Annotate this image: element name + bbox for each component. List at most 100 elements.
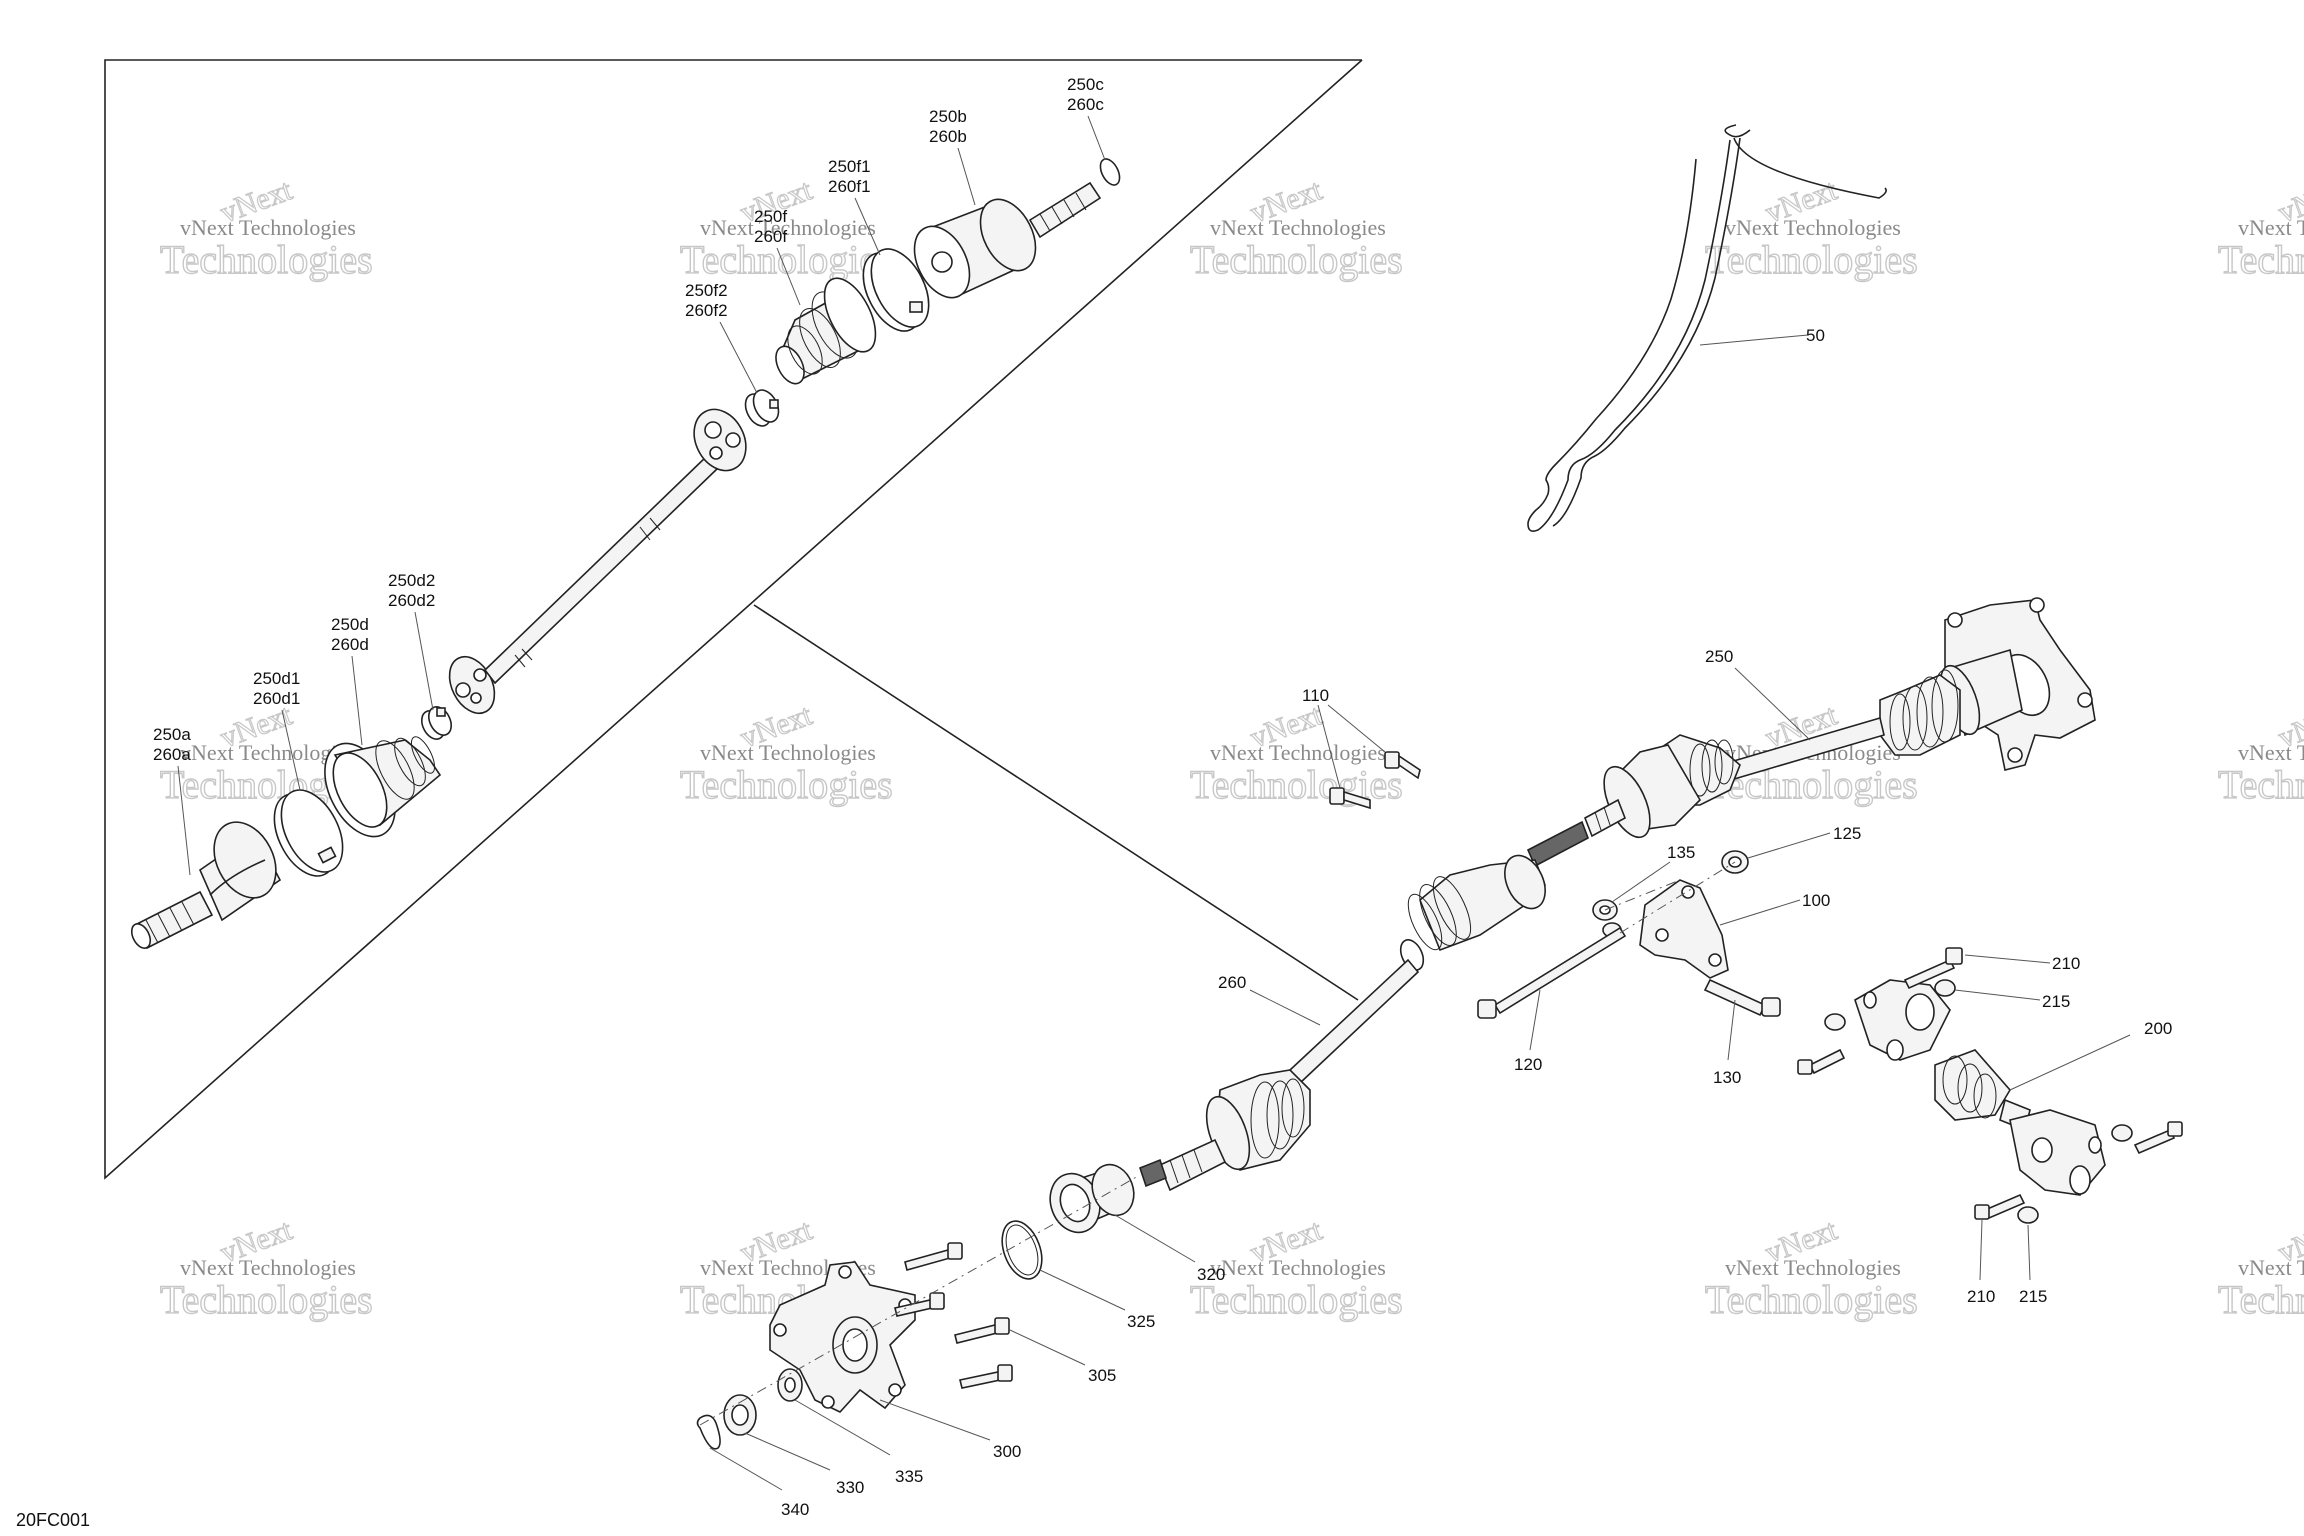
nut-215-lower bbox=[2017, 1206, 2039, 1224]
watermark-line1: vNext Technologies bbox=[1210, 215, 1386, 240]
bolt-210-upper bbox=[1903, 947, 1963, 990]
callout-group-ujoint: 210 215 200 210 215 bbox=[1954, 954, 2172, 1306]
watermark-line1: vNext Technologies bbox=[180, 215, 356, 240]
inner-splined-stub bbox=[1028, 181, 1102, 239]
watermark-line2: Technologies bbox=[160, 1277, 373, 1322]
u-joint-boot bbox=[1934, 1049, 2011, 1121]
watermark-line1: vNext Technologies bbox=[2238, 215, 2304, 240]
callout-260: 260 bbox=[1218, 973, 1246, 992]
callout-120: 120 bbox=[1514, 1055, 1542, 1074]
hub-300 bbox=[769, 1261, 916, 1413]
callout-group-50: 50 bbox=[1699, 326, 1825, 346]
callout-130: 130 bbox=[1713, 1068, 1741, 1087]
bolt-210-right bbox=[2133, 1121, 2183, 1155]
callout-260f2: 260f2 bbox=[685, 301, 728, 320]
watermark-line2: Technologies bbox=[1705, 1277, 1918, 1322]
watermark-line2: Technologies bbox=[160, 237, 373, 282]
bolt-120 bbox=[1477, 926, 1627, 1019]
callout-340: 340 bbox=[781, 1500, 809, 1519]
watermark: vNext vNext Technologies Technologies bbox=[2217, 173, 2304, 283]
callout-260b: 260b bbox=[929, 127, 967, 146]
bolt-210-left bbox=[1797, 1048, 1846, 1075]
nut-330 bbox=[723, 1394, 757, 1436]
watermarks: vNext vNext Technologies Technologies vN… bbox=[159, 173, 2304, 1323]
middle-cv-housing bbox=[1603, 744, 1702, 839]
callout-200: 200 bbox=[2144, 1019, 2172, 1038]
outer-cv-housing bbox=[199, 821, 282, 922]
watermark: vNext vNext Technologies Technologies bbox=[1189, 698, 1403, 808]
bolt-210-lower bbox=[1974, 1193, 2026, 1220]
callout-260f1: 260f1 bbox=[828, 177, 871, 196]
callout-50: 50 bbox=[1806, 326, 1825, 345]
inset-callouts: 250a 260a 250d1 260d1 250d 260d 250d2 26… bbox=[153, 75, 1106, 876]
inner-tripod bbox=[693, 408, 747, 472]
watermark-line2: Technologies bbox=[680, 237, 893, 282]
watermark: vNext vNext Technologies Technologies bbox=[2217, 698, 2304, 808]
callout-250c: 250c bbox=[1067, 75, 1104, 94]
nut-215-upper bbox=[1934, 979, 1956, 997]
main-drive-shaft bbox=[1139, 597, 2096, 1192]
inset-pointer-line bbox=[753, 604, 1359, 1001]
watermark-line1: vNext Technologies bbox=[2238, 740, 2304, 765]
watermark: vNext vNext Technologies Technologies bbox=[1704, 1213, 1918, 1323]
callout-250: 250 bbox=[1705, 647, 1733, 666]
callout-260a: 260a bbox=[153, 745, 191, 764]
callout-300: 300 bbox=[993, 1442, 1021, 1461]
inner-boot-band bbox=[862, 248, 930, 332]
watermark-line2: Technologies bbox=[2218, 237, 2304, 282]
callout-250b: 250b bbox=[929, 107, 967, 126]
watermark-line2: Technologies bbox=[680, 762, 893, 807]
callout-330: 330 bbox=[836, 1478, 864, 1497]
callout-250f1: 250f1 bbox=[828, 157, 871, 176]
watermark: vNext vNext Technologies Technologies bbox=[1189, 173, 1403, 283]
callout-305: 305 bbox=[1088, 1366, 1116, 1385]
watermark: vNext vNext Technologies Technologies bbox=[159, 1213, 373, 1323]
bracket-100 bbox=[1639, 879, 1729, 979]
inset-triangle bbox=[104, 59, 1363, 1180]
callout-250f: 250f bbox=[754, 207, 787, 226]
callout-325: 325 bbox=[1127, 1312, 1155, 1331]
watermark-line1: vNext Technologies bbox=[1210, 740, 1386, 765]
support-bracket-assembly bbox=[1477, 850, 1781, 1019]
inner-small-clamp bbox=[744, 389, 780, 427]
callout-110: 110 bbox=[1302, 686, 1329, 705]
callout-group-bracket: 125 135 100 120 130 bbox=[1514, 824, 1861, 1087]
upper-cv-260 bbox=[1399, 854, 1546, 971]
watermark: vNext vNext Technologies Technologies bbox=[679, 698, 893, 808]
watermark-line1: vNext Technologies bbox=[180, 1255, 356, 1280]
watermark: vNext vNext Technologies Technologies bbox=[159, 173, 373, 283]
callout-320: 320 bbox=[1197, 1265, 1225, 1284]
watermark: vNext vNext Technologies Technologies bbox=[2217, 1213, 2304, 1323]
wheel-hub-assembly bbox=[696, 1163, 1141, 1450]
watermark-line1: vNext Technologies bbox=[700, 215, 876, 240]
inset-shaft bbox=[483, 453, 720, 685]
callout-250d2: 250d2 bbox=[388, 571, 435, 590]
callout-260d: 260d bbox=[331, 635, 369, 654]
callout-260d1: 260d1 bbox=[253, 689, 300, 708]
bolt-130 bbox=[1703, 978, 1781, 1017]
watermark-line1: vNext Technologies bbox=[700, 740, 876, 765]
callout-210-lower: 210 bbox=[1967, 1287, 1995, 1306]
middle-splined-stub bbox=[1526, 798, 1627, 868]
outer-boot-band bbox=[273, 789, 344, 877]
circlip bbox=[1099, 158, 1121, 186]
callout-100: 100 bbox=[1802, 891, 1830, 910]
callout-group-250: 250 bbox=[1705, 647, 1811, 741]
watermark-line1: vNext Technologies bbox=[1210, 1255, 1386, 1280]
callout-260c: 260c bbox=[1067, 95, 1104, 114]
lower-cv-260 bbox=[1205, 1069, 1311, 1171]
watermark: vNext vNext Technologies Technologies bbox=[1704, 173, 1918, 283]
u-joint-assembly bbox=[1797, 947, 2183, 1224]
watermark-line1: vNext Technologies bbox=[1725, 1255, 1901, 1280]
bearing-320 bbox=[1049, 1163, 1135, 1234]
outer-bearing-cage bbox=[448, 655, 496, 715]
yoke-lower bbox=[2009, 1109, 2106, 1196]
callout-250a: 250a bbox=[153, 725, 191, 744]
bolt bbox=[1384, 751, 1421, 780]
inset-frame bbox=[104, 59, 1363, 1180]
outer-splined-stub bbox=[130, 890, 214, 950]
callout-260d2: 260d2 bbox=[388, 591, 435, 610]
circlip-325 bbox=[1001, 1220, 1043, 1280]
upper-boot-right bbox=[1879, 669, 1961, 756]
